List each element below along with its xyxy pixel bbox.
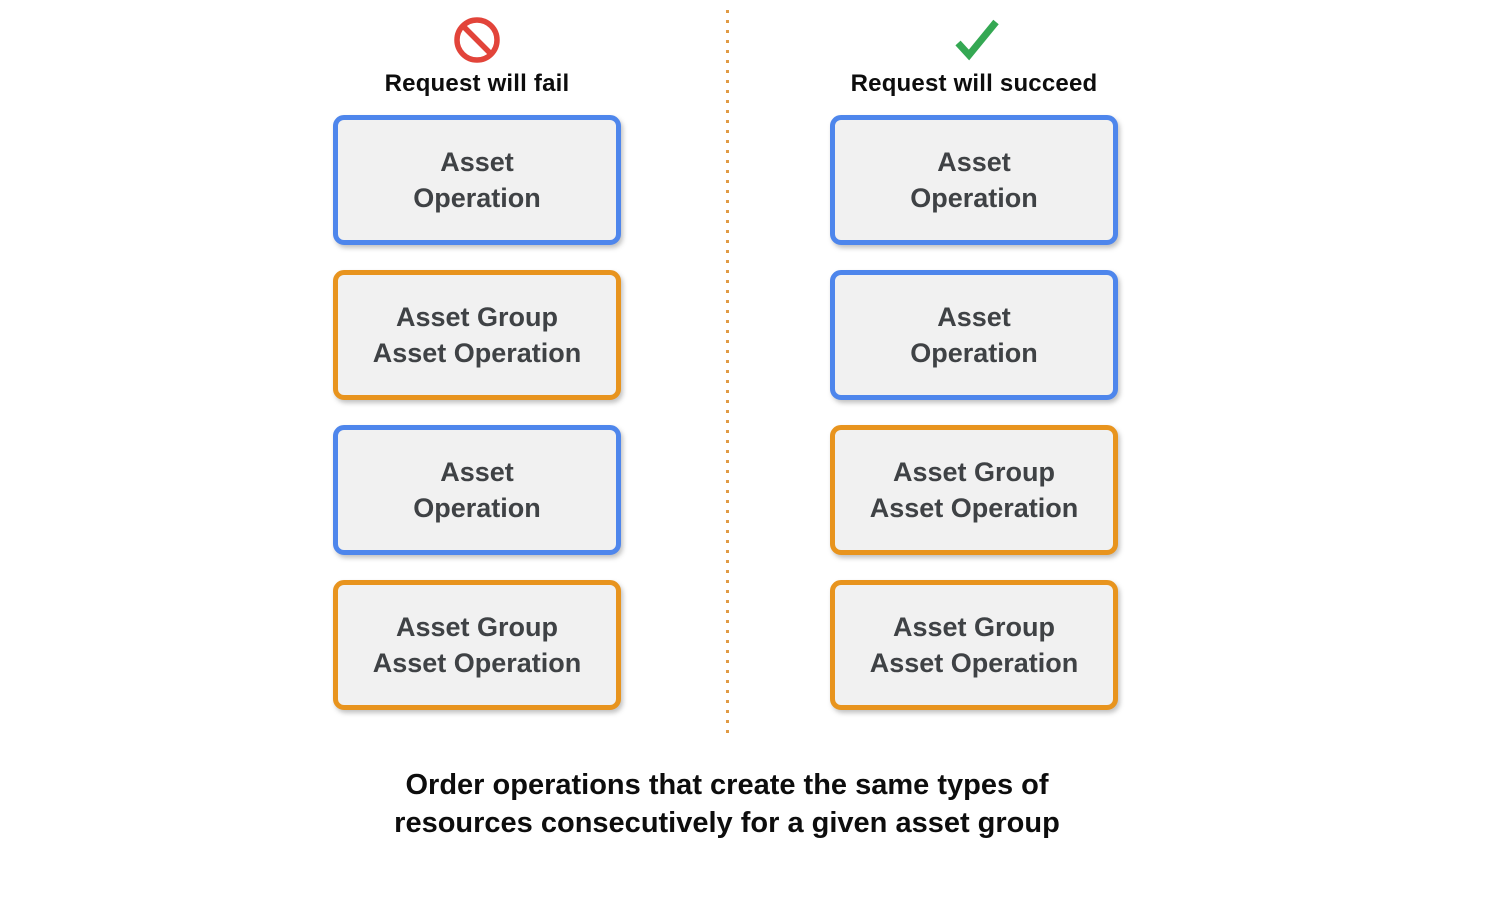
succeed-box-asset-group-asset-operation-2: Asset Group Asset Operation (830, 580, 1118, 710)
succeed-column-header: Request will succeed (830, 14, 1118, 98)
diagram-caption: Order operations that create the same ty… (357, 766, 1097, 842)
prohibition-icon (333, 14, 621, 66)
fail-box-asset-group-asset-operation-2: Asset Group Asset Operation (333, 580, 621, 710)
caption-line-1: Order operations that create the same ty… (405, 769, 1049, 801)
fail-box-asset-operation-1: Asset Operation (333, 115, 621, 245)
succeed-column-title: Request will succeed (850, 70, 1098, 97)
box-label-line: Asset Operation (372, 648, 582, 678)
box-label-line: Asset Operation (372, 338, 582, 368)
box-label-line: Operation (910, 183, 1038, 213)
box-label-line: Asset Group (395, 302, 559, 332)
box-label-line: Asset (937, 147, 1011, 177)
box-label-line: Asset (440, 457, 514, 487)
box-label-line: Asset (937, 302, 1011, 332)
succeed-box-asset-operation-2: Asset Operation (830, 270, 1118, 400)
fail-column-header: Request will fail (333, 14, 621, 98)
fail-box-asset-group-asset-operation-1: Asset Group Asset Operation (333, 270, 621, 400)
fail-column-title: Request will fail (384, 70, 570, 97)
box-label-line: Asset Group (892, 457, 1056, 487)
box-label-line: Asset Group (395, 612, 559, 642)
box-label-line: Operation (910, 338, 1038, 368)
box-label-line: Asset Group (892, 612, 1056, 642)
caption-line-2: resources consecutively for a given asse… (394, 807, 1060, 839)
succeed-box-asset-operation-1: Asset Operation (830, 115, 1118, 245)
box-label-line: Asset Operation (869, 493, 1079, 523)
check-icon (830, 14, 1118, 66)
box-label-line: Asset Operation (869, 648, 1079, 678)
succeed-box-asset-group-asset-operation-1: Asset Group Asset Operation (830, 425, 1118, 555)
fail-box-asset-operation-2: Asset Operation (333, 425, 621, 555)
box-label-line: Operation (413, 183, 541, 213)
box-label-line: Asset (440, 147, 514, 177)
box-label-line: Operation (413, 493, 541, 523)
column-divider (726, 10, 729, 738)
